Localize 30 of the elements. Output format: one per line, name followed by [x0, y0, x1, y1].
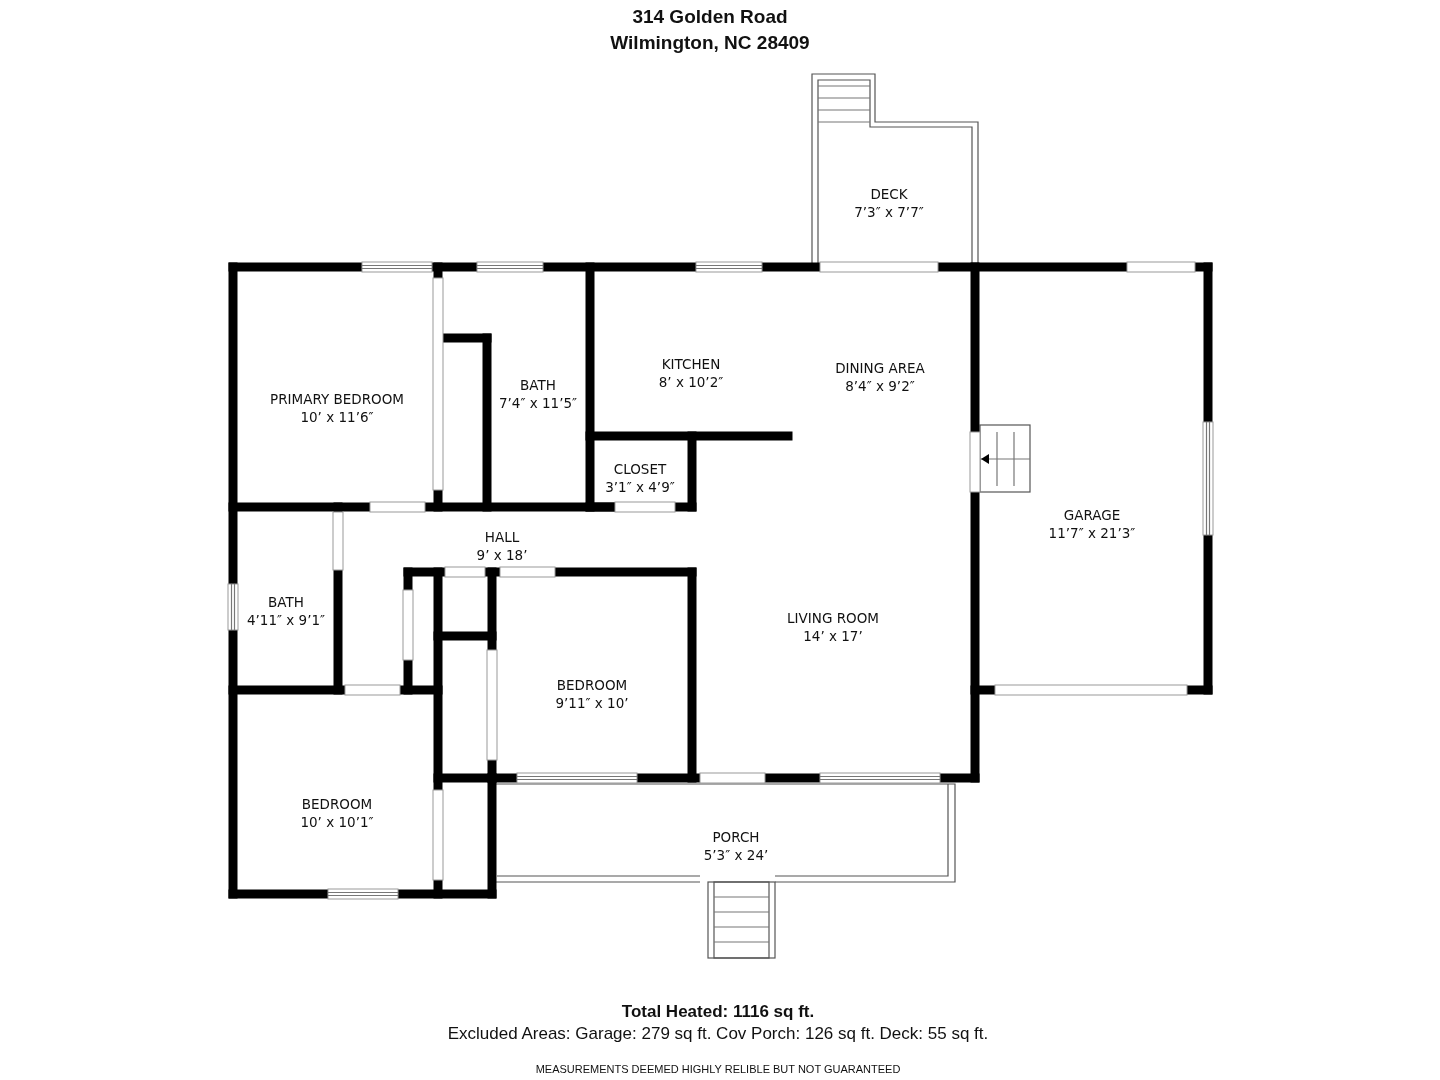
room-name: BEDROOM — [300, 795, 374, 813]
room-dimensions: 7’3″ x 7’7″ — [854, 203, 924, 221]
room-name: HALL — [483, 528, 521, 546]
room-dimensions: 11’7″ x 21’3″ — [1048, 524, 1136, 542]
room-dimensions: 10’ x 11’6″ — [299, 408, 375, 426]
room-dimensions: 10’ x 10’1″ — [300, 813, 374, 831]
room-name: LIVING ROOM — [787, 609, 879, 627]
room-name: PORCH — [711, 828, 761, 846]
room-dimensions: 9’11″ x 10’ — [555, 694, 629, 712]
disclaimer-text: MEASUREMENTS DEEMED HIGHLY RELIBLE BUT NOT GUARANTEED — [535, 1063, 901, 1075]
room-name: KITCHEN — [660, 355, 722, 373]
room-name: BEDROOM — [555, 676, 629, 694]
total-area-text: Total Heated: 1116 sq ft. — [621, 1002, 815, 1022]
room-name: PRIMARY BEDROOM — [270, 390, 404, 408]
room-name: GARAGE — [1062, 506, 1122, 524]
room-name: BATH — [267, 593, 305, 611]
room-dimensions: 9’ x 18’ — [476, 546, 528, 564]
room-dimensions: 8’4″ x 9’2″ — [844, 377, 916, 395]
room-name: BATH — [519, 376, 557, 394]
room-dimensions: 3’1″ x 4’9″ — [605, 478, 675, 496]
room-dimensions: 4’11″ x 9’1″ — [246, 611, 326, 629]
address-title: 314 Golden Road Wilmington, NC 28409 — [609, 5, 811, 55]
room-dimensions: 5’3″ x 24’ — [703, 846, 769, 864]
excluded-areas-text: Excluded Areas: Garage: 279 sq ft. Cov Porch: 126 sq ft. Deck: 55 sq ft. — [447, 1024, 989, 1044]
room-name: CLOSET — [612, 460, 668, 478]
room-name: DECK — [869, 185, 909, 203]
room-name: DINING AREA — [835, 359, 925, 377]
room-dimensions: 8’ x 10’2″ — [658, 373, 724, 391]
room-dimensions: 14’ x 17’ — [802, 627, 864, 645]
room-dimensions: 7’4″ x 11’5″ — [498, 394, 578, 412]
